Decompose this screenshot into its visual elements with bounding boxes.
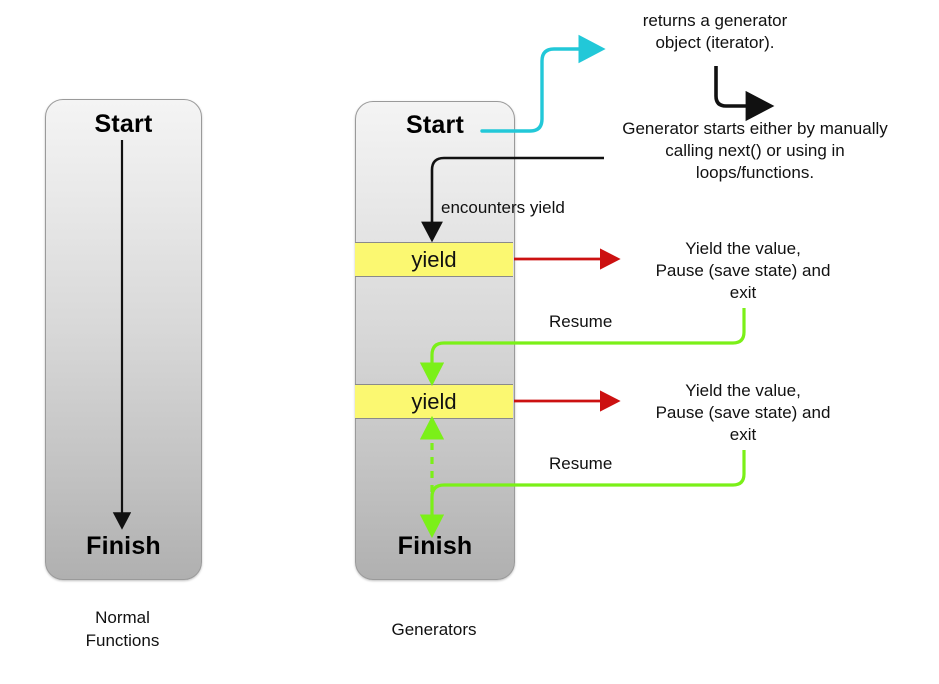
yield-band-2: yield <box>355 384 513 419</box>
yield-note-2: Yield the value, Pause (save state) and … <box>628 380 858 446</box>
returns-generator-note: returns a generator object (iterator). <box>600 10 830 54</box>
yield-note-2-line-3: exit <box>729 425 757 444</box>
yield-note-1-line-1: Yield the value, <box>685 239 801 258</box>
returns-generator-line-1: returns a generator <box>642 11 788 30</box>
yield-band-2-label: yield <box>411 388 457 414</box>
yield-note-1: Yield the value, Pause (save state) and … <box>628 238 858 304</box>
yield-note-2-line-1: Yield the value, <box>685 381 801 400</box>
generators-column: Start yield yield Finish <box>355 101 515 580</box>
generator-starts-line-1: Generator starts either by manually <box>622 119 888 138</box>
generator-start-label: Start <box>406 111 464 139</box>
normal-finish-label: Finish <box>86 532 161 560</box>
yield-note-2-line-2: Pause (save state) and <box>655 403 831 422</box>
generator-finish-label: Finish <box>397 532 473 560</box>
iterator-to-starts-arrow <box>714 66 775 122</box>
normal-caption-line-2: Functions <box>85 631 160 650</box>
normal-functions-column: Start Finish <box>45 99 202 580</box>
generator-starts-line-3: loops/functions. <box>695 163 815 182</box>
normal-functions-caption: Normal Functions <box>45 606 200 652</box>
normal-caption-line-1: Normal <box>95 608 150 627</box>
normal-start-label: Start <box>94 110 153 138</box>
resume-label-2: Resume <box>549 454 613 473</box>
generator-starts-line-2: calling next() or using in <box>665 141 845 160</box>
returns-generator-line-2: object (iterator). <box>655 33 775 52</box>
resume-label-1: Resume <box>549 312 613 331</box>
yield-band-1: yield <box>355 242 513 277</box>
encounters-yield-label: encounters yield <box>441 198 565 217</box>
generator-starts-note: Generator starts either by manually call… <box>590 118 920 184</box>
yield-band-1-label: yield <box>411 246 457 272</box>
yield-note-1-line-3: exit <box>729 283 757 302</box>
generators-caption: Generators <box>391 620 477 639</box>
yield-note-1-line-2: Pause (save state) and <box>655 261 831 280</box>
